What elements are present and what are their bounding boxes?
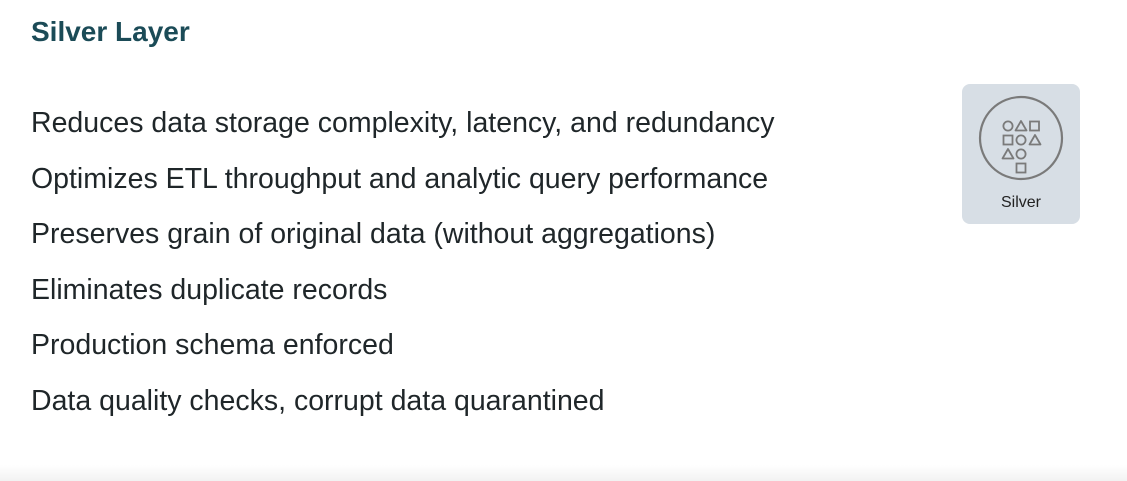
footer-band xyxy=(0,465,1127,481)
bullet-item: Reduces data storage complexity, latency… xyxy=(31,107,775,139)
shapes-circle-icon xyxy=(978,95,1064,181)
slide-title: Silver Layer xyxy=(31,16,190,47)
bullet-item: Data quality checks, corrupt data quaran… xyxy=(31,384,605,417)
bullet-item: Optimizes ETL throughput and analytic qu… xyxy=(31,162,769,195)
badge-label: Silver xyxy=(1000,194,1041,211)
bullet-item: Production schema enforced xyxy=(31,329,394,362)
bullet-item: Eliminates duplicate records xyxy=(31,273,388,306)
silver-badge: Silver xyxy=(962,84,1080,224)
bullet-list: Reduces data storage complexity, latency… xyxy=(31,96,775,430)
bullet-item: Preserves grain of original data (withou… xyxy=(31,218,716,251)
